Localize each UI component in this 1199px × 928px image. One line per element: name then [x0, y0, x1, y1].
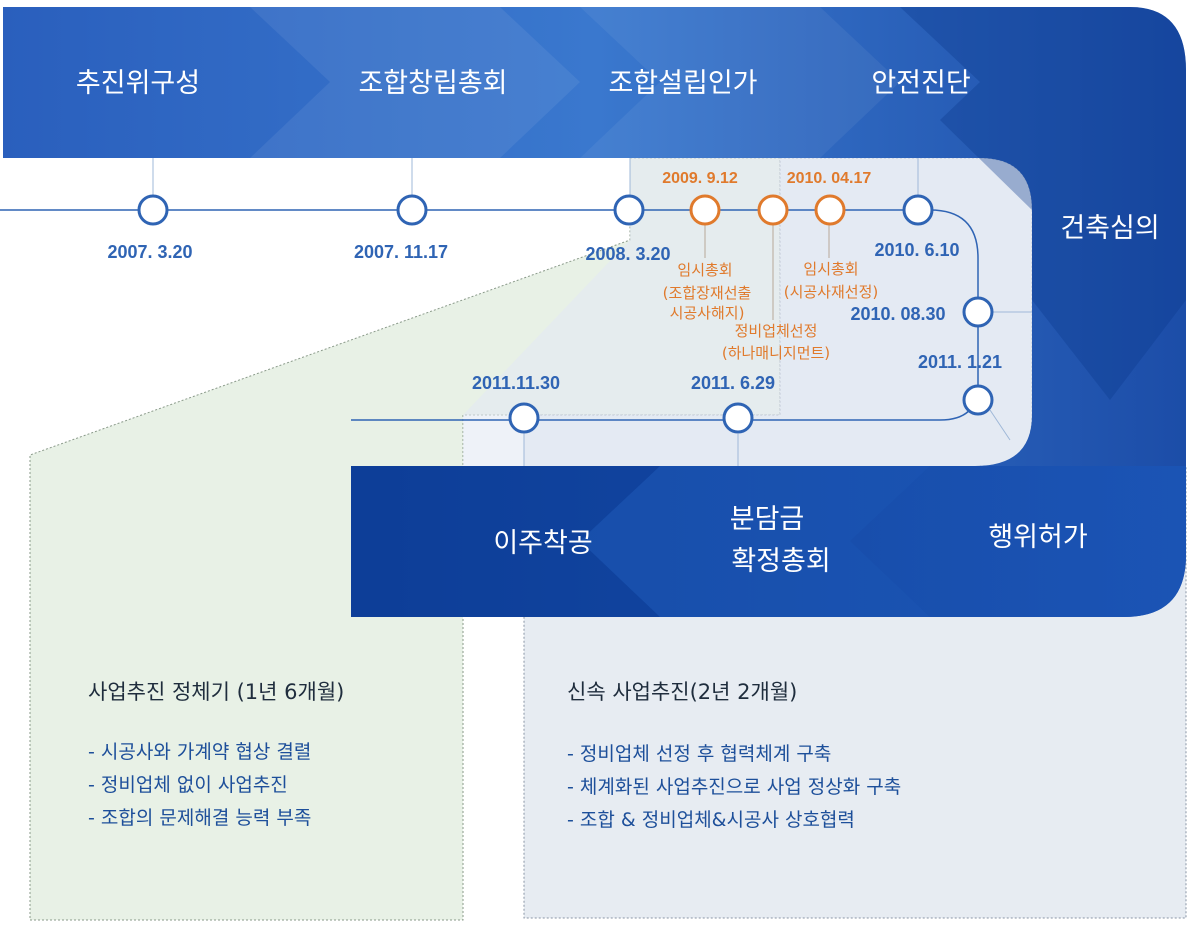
date-label: 2011.11.30 — [472, 373, 560, 393]
fast-period-title: 신속 사업추진(2년 2개월) — [567, 680, 798, 704]
date-label: 2008. 3.20 — [585, 244, 670, 264]
date-label: 2007. 3.20 — [107, 242, 192, 262]
chevron-shade — [900, 7, 1186, 400]
stage-label-7-line1: 분담금 — [730, 504, 805, 535]
fast-period-list: - 정비업체 선정 후 협력체계 구축 - 체계화된 사업추진으로 사업 정상화… — [567, 738, 901, 837]
event-label: 시공사해지) — [670, 304, 745, 322]
date-label: 2011. 6.29 — [691, 373, 775, 393]
list-item: - 체계화된 사업추진으로 사업 정상화 구축 — [567, 776, 902, 798]
list-item: - 시공사와 가계약 협상 결렬 — [88, 741, 312, 763]
list-item: - 정비업체 없이 사업추진 — [88, 774, 288, 796]
timeline-node — [757, 194, 789, 226]
event-label: 정비업체선정 — [735, 322, 818, 340]
date-label: 2007. 11.17 — [354, 242, 448, 262]
stage-label-3: 조합설립인가 — [608, 68, 757, 99]
list-item: - 조합 & 정비업체&시공사 상호협력 — [567, 809, 855, 831]
event-label: (하나매니지먼트) — [722, 344, 830, 362]
list-item: - 정비업체 선정 후 협력체계 구축 — [567, 743, 832, 765]
stage-label-6: 행위허가 — [988, 522, 1087, 553]
stage-label-1: 추진위구성 — [76, 68, 200, 99]
slow-period-title: 사업추진 정체기 (1년 6개월) — [88, 680, 345, 704]
chevron-shade — [580, 7, 900, 158]
timeline-node — [902, 194, 934, 226]
timeline-nodes — [137, 194, 994, 434]
timeline-node — [962, 296, 994, 328]
timeline-lines — [0, 158, 1032, 466]
timeline-node — [689, 194, 721, 226]
timeline-node — [613, 194, 645, 226]
timeline-node — [814, 194, 846, 226]
timeline-path — [0, 209, 979, 421]
date-label: 2010. 6.10 — [874, 240, 959, 260]
stage-label-5: 건축심의 — [1060, 213, 1159, 244]
date-label-orange: 2010. 04.17 — [787, 170, 872, 187]
timeline-node — [137, 194, 169, 226]
event-label: 임시총회 — [677, 261, 732, 279]
event-label: (시공사재선정) — [784, 283, 879, 301]
connector-tick — [989, 409, 1011, 441]
timeline-node — [396, 194, 428, 226]
timeline-node — [722, 402, 754, 434]
chevron-shade — [250, 7, 580, 158]
list-item: - 조합의 문제해결 능력 부족 — [88, 807, 312, 829]
timeline-loop-area — [463, 158, 1032, 466]
timeline-node — [508, 402, 540, 434]
chevron-shade — [351, 466, 660, 617]
chevron-shade — [580, 466, 930, 617]
slow-period-list: - 시공사와 가계약 협상 결렬 - 정비업체 없이 사업추진 - 조합의 문제… — [88, 736, 311, 835]
date-label-orange: 2009. 9.12 — [662, 170, 738, 187]
stage-label-4: 안전진단 — [871, 68, 970, 99]
event-label: (조합장재선출 — [663, 284, 752, 302]
event-label: 임시총회 — [803, 260, 858, 278]
timeline-node — [962, 384, 994, 416]
stage-label-2: 조합창립총회 — [358, 68, 507, 99]
stage-label-8: 이주착공 — [493, 528, 592, 559]
date-label: 2010. 08.30 — [850, 304, 945, 324]
date-label: 2011. 1.21 — [918, 352, 1002, 372]
stage-label-7-line2: 확정총회 — [731, 546, 830, 577]
